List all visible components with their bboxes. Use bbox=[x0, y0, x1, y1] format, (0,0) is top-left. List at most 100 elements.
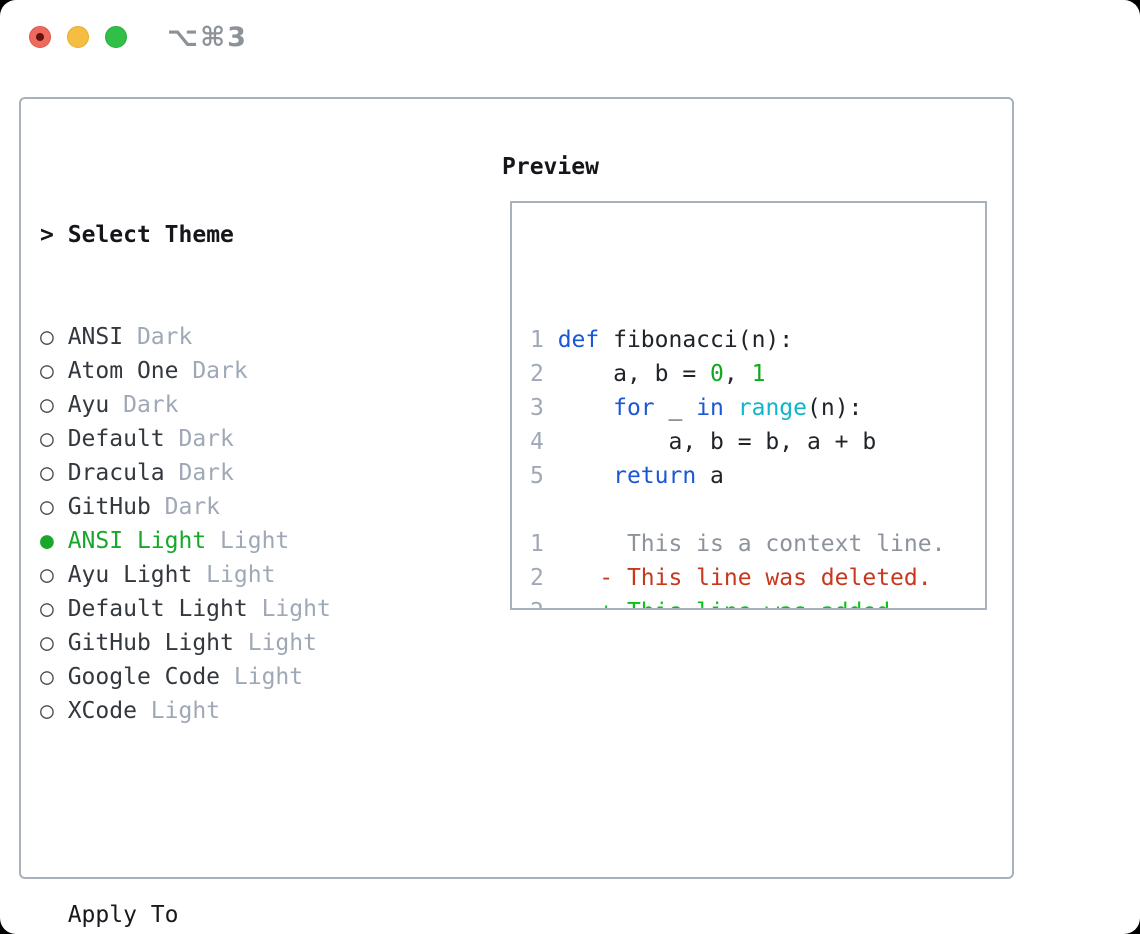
theme-option[interactable]: ○ Google Code Light bbox=[40, 660, 480, 694]
theme-option-variant: Dark bbox=[109, 392, 179, 418]
theme-option[interactable]: ○ XCode Light bbox=[40, 694, 480, 728]
code-token-plain: (n): bbox=[807, 395, 863, 421]
code-token-ln: 1 bbox=[530, 327, 558, 353]
code-token-plain: a bbox=[696, 463, 724, 489]
theme-option-variant: Dark bbox=[178, 358, 248, 384]
code-token-ln: 2 bbox=[530, 361, 558, 387]
theme-option-variant: Light bbox=[206, 528, 290, 554]
code-line: 5 return a bbox=[530, 459, 985, 493]
code-token-num: 0 bbox=[710, 361, 724, 387]
code-token-add: + This line was added. bbox=[558, 599, 904, 608]
code-line bbox=[530, 493, 985, 527]
theme-option[interactable]: ○ Default Light Light bbox=[40, 592, 480, 626]
theme-option[interactable]: ○ Ayu Dark bbox=[40, 388, 480, 422]
code-token-ln: 3 bbox=[530, 395, 558, 421]
theme-option[interactable]: ○ GitHub Light Light bbox=[40, 626, 480, 660]
radio-icon: ○ bbox=[40, 630, 68, 656]
cursor-prompt-icon: > bbox=[40, 222, 54, 248]
code-token-num: 1 bbox=[751, 361, 766, 387]
theme-select-panel: > Select Theme ○ ANSI Dark○ Atom One Dar… bbox=[40, 150, 480, 934]
close-button-icon[interactable] bbox=[29, 26, 51, 48]
window-title: ⌥⌘3 bbox=[167, 22, 248, 53]
radio-icon: ○ bbox=[40, 698, 68, 724]
theme-option-variant: Dark bbox=[164, 426, 234, 452]
theme-option[interactable]: ○ ANSI Dark bbox=[40, 320, 480, 354]
theme-option-variant: Light bbox=[192, 562, 276, 588]
code-token-builtin: range bbox=[737, 395, 807, 421]
theme-option-name: ANSI bbox=[67, 324, 124, 350]
radio-icon: ○ bbox=[40, 562, 68, 588]
code-token-kw: for bbox=[613, 395, 655, 421]
theme-option-variant: Light bbox=[220, 664, 304, 690]
radio-icon: ○ bbox=[40, 596, 68, 622]
theme-option[interactable]: ○ Ayu Light Light bbox=[40, 558, 480, 592]
code-token-plain: fibonacci(n): bbox=[599, 327, 794, 353]
code-token-ln: 4 bbox=[530, 429, 558, 455]
theme-option-name: GitHub Light bbox=[67, 630, 234, 656]
code-token-kw: return bbox=[613, 463, 697, 489]
code-token-kw: def bbox=[557, 327, 600, 353]
theme-option-variant: Dark bbox=[123, 324, 193, 350]
code-line: 2 - This line was deleted. bbox=[530, 561, 985, 595]
zoom-button-icon[interactable] bbox=[105, 26, 127, 48]
radio-icon: ○ bbox=[40, 358, 68, 384]
theme-option-name: Atom One bbox=[67, 358, 179, 384]
code-token-plain: _ bbox=[654, 395, 697, 421]
code-token-ln: 2 bbox=[530, 565, 558, 591]
code-line: 1 This is a context line. bbox=[530, 527, 985, 561]
minimize-button-icon[interactable] bbox=[67, 26, 89, 48]
theme-option-name: Ayu Light bbox=[67, 562, 193, 588]
code-token-ctx: This is a context line. bbox=[557, 531, 946, 557]
code-token-plain bbox=[558, 463, 613, 489]
theme-option[interactable]: ● ANSI Light Light bbox=[40, 524, 480, 558]
theme-option-variant: Light bbox=[247, 596, 331, 622]
code-token-plain bbox=[558, 395, 613, 421]
preview-header: Preview bbox=[502, 154, 599, 180]
theme-option-variant: Light bbox=[136, 698, 221, 724]
theme-option-name: Google Code bbox=[67, 664, 221, 690]
theme-option[interactable]: ○ Default Dark bbox=[40, 422, 480, 456]
code-line: 4 a, b = b, a + b bbox=[530, 425, 985, 459]
code-line: 1 def fibonacci(n): bbox=[530, 323, 985, 357]
theme-option-variant: Light bbox=[233, 630, 317, 656]
code-line: 2 + This line was added. bbox=[530, 595, 985, 608]
code-token-del: - This line was deleted. bbox=[557, 565, 932, 591]
theme-option-name: Default bbox=[67, 426, 165, 452]
theme-option-name: ANSI Light bbox=[67, 528, 207, 554]
code-token-ln: 2 bbox=[530, 599, 558, 608]
theme-option-name: Dracula bbox=[67, 460, 165, 486]
radio-selected-icon: ● bbox=[40, 528, 68, 554]
radio-icon: ○ bbox=[40, 426, 68, 452]
radio-icon: ○ bbox=[40, 460, 68, 486]
code-token-plain: , bbox=[723, 361, 752, 387]
theme-option-name: Ayu bbox=[67, 392, 110, 418]
titlebar: ⌥⌘3 bbox=[0, 0, 1140, 75]
theme-option[interactable]: ○ GitHub Dark bbox=[40, 490, 480, 524]
theme-option-name: Default Light bbox=[67, 596, 248, 622]
code-token-kw: in bbox=[696, 395, 724, 421]
code-token-ln: 5 bbox=[530, 463, 558, 489]
theme-list-title: Select Theme bbox=[67, 222, 234, 248]
apply-to-header: Apply To bbox=[67, 902, 179, 928]
radio-icon: ○ bbox=[40, 392, 68, 418]
code-line: 3 for _ in range(n): bbox=[530, 391, 985, 425]
radio-icon: ○ bbox=[40, 324, 68, 350]
theme-option-variant: Dark bbox=[164, 460, 234, 486]
app-frame: > Select Theme ○ ANSI Dark○ Atom One Dar… bbox=[19, 97, 1014, 928]
theme-option[interactable]: ○ Dracula Dark bbox=[40, 456, 480, 490]
code-line: 2 a, b = 0, 1 bbox=[530, 357, 985, 391]
radio-icon: ○ bbox=[40, 494, 68, 520]
theme-option-name: GitHub bbox=[67, 494, 151, 520]
code-token-plain bbox=[724, 395, 738, 421]
theme-option-variant: Dark bbox=[150, 494, 221, 520]
theme-list-header: > Select Theme bbox=[40, 218, 480, 252]
theme-option[interactable]: ○ Atom One Dark bbox=[40, 354, 480, 388]
theme-option-name: XCode bbox=[67, 698, 137, 724]
theme-options-list: ○ ANSI Dark○ Atom One Dark○ Ayu Dark○ De… bbox=[40, 320, 480, 728]
code-token-ln: 1 bbox=[530, 531, 558, 557]
traffic-lights bbox=[29, 26, 127, 48]
code-token-plain: a, b = bbox=[557, 361, 711, 387]
